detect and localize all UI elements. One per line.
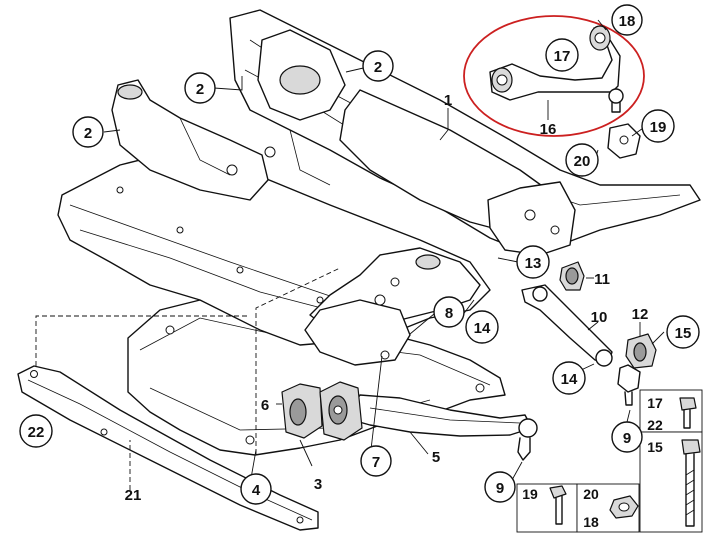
callout-12: 12 xyxy=(632,306,649,323)
table-label-17: 17 xyxy=(647,395,663,411)
callout-18: 18 xyxy=(611,4,643,36)
callout-22: 22 xyxy=(19,414,53,448)
svg-text:15: 15 xyxy=(675,325,692,342)
svg-text:11: 11 xyxy=(594,271,610,288)
svg-text:3: 3 xyxy=(314,476,322,493)
tension-strut xyxy=(521,284,641,406)
callout-2-right: 2 xyxy=(362,50,394,82)
svg-text:14: 14 xyxy=(561,371,578,388)
svg-text:16: 16 xyxy=(540,121,557,138)
callout-2-left: 2 xyxy=(72,116,104,148)
callout-17: 17 xyxy=(545,38,579,72)
callout-10: 10 xyxy=(591,309,608,326)
svg-text:12: 12 xyxy=(632,306,649,323)
highlight-ellipse xyxy=(463,15,645,137)
callout-1: 1 xyxy=(444,92,452,109)
callout-6: 6 xyxy=(261,397,269,414)
svg-text:21: 21 xyxy=(125,487,142,504)
callout-13: 13 xyxy=(516,245,550,279)
callouts: 1 2 2 2 3 4 5 6 7 8 9 9 10 11 12 13 14 1… xyxy=(19,4,700,505)
callout-4: 4 xyxy=(240,473,272,505)
callout-5: 5 xyxy=(432,449,440,466)
table-label-20: 20 xyxy=(583,486,599,502)
bolt-icon xyxy=(679,397,697,429)
svg-text:1: 1 xyxy=(444,92,452,109)
fastener-table xyxy=(516,389,703,533)
upper-control-arm xyxy=(463,15,645,137)
svg-text:22: 22 xyxy=(28,424,45,441)
callout-14-right: 14 xyxy=(552,361,586,395)
wishbone xyxy=(344,394,538,461)
svg-text:7: 7 xyxy=(372,454,380,471)
callout-19: 19 xyxy=(641,109,675,143)
callout-9-right: 9 xyxy=(611,421,643,453)
callout-3: 3 xyxy=(314,476,322,493)
svg-text:17: 17 xyxy=(554,48,571,65)
bush-11 xyxy=(559,261,585,291)
callout-8: 8 xyxy=(433,296,465,328)
mount-bracket-20 xyxy=(607,123,641,159)
svg-text:8: 8 xyxy=(445,305,453,322)
svg-text:13: 13 xyxy=(525,255,542,272)
callout-2-center: 2 xyxy=(184,72,216,104)
table-label-19: 19 xyxy=(522,486,538,502)
table-label-15: 15 xyxy=(647,439,663,455)
long-bolt-icon xyxy=(681,439,701,527)
bush-12 xyxy=(625,333,657,369)
callout-9-lower: 9 xyxy=(484,471,516,503)
svg-text:2: 2 xyxy=(374,59,382,76)
table-label-22: 22 xyxy=(647,417,663,433)
svg-text:14: 14 xyxy=(474,320,491,337)
svg-text:19: 19 xyxy=(650,119,667,136)
table-labels: 19 20 18 17 22 15 xyxy=(522,395,663,530)
svg-text:9: 9 xyxy=(496,480,504,497)
svg-text:2: 2 xyxy=(196,81,204,98)
callout-11: 11 xyxy=(594,271,610,288)
callout-15: 15 xyxy=(666,315,700,349)
svg-text:9: 9 xyxy=(623,430,631,447)
callout-21: 21 xyxy=(125,487,142,504)
table-label-18: 18 xyxy=(583,514,599,530)
svg-text:20: 20 xyxy=(574,153,591,170)
bolt-icon xyxy=(549,485,567,525)
callout-16: 16 xyxy=(540,121,557,138)
svg-text:18: 18 xyxy=(619,13,636,30)
svg-text:2: 2 xyxy=(84,125,92,142)
svg-text:10: 10 xyxy=(591,309,608,326)
callout-20: 20 xyxy=(565,143,599,177)
rubber-mounts xyxy=(281,381,363,441)
callout-7: 7 xyxy=(360,445,392,477)
nut-icon xyxy=(609,495,639,519)
svg-text:4: 4 xyxy=(252,482,261,499)
svg-text:5: 5 xyxy=(432,449,440,466)
svg-text:6: 6 xyxy=(261,397,269,414)
callout-14-center: 14 xyxy=(465,310,499,344)
